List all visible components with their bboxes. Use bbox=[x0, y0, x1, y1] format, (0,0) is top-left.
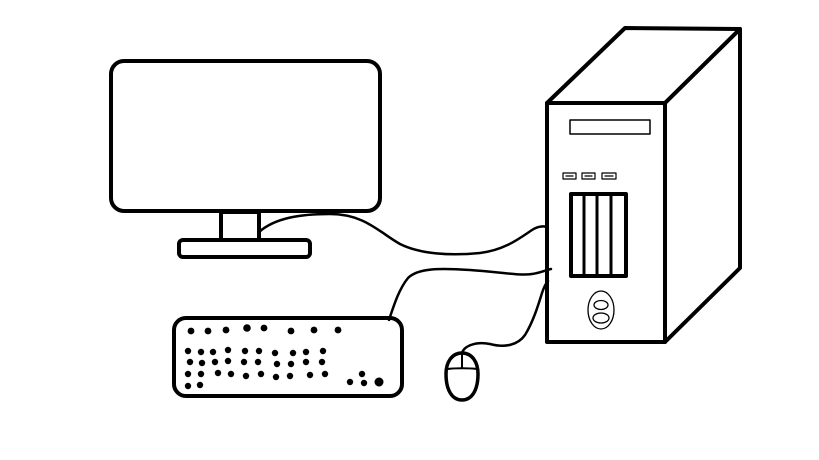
keyboard-cable bbox=[387, 267, 553, 322]
port bbox=[562, 172, 577, 180]
power-button-icon bbox=[587, 290, 615, 330]
monitor-neck bbox=[219, 210, 261, 242]
mouse-cable bbox=[460, 279, 550, 355]
mouse bbox=[444, 351, 480, 402]
keyboard bbox=[172, 316, 404, 398]
port bbox=[601, 172, 617, 180]
drive-bays bbox=[569, 192, 628, 278]
monitor-screen bbox=[109, 59, 382, 213]
port bbox=[581, 172, 596, 180]
mouse-body bbox=[444, 351, 480, 402]
cables bbox=[257, 212, 553, 355]
front-ports bbox=[562, 172, 617, 180]
monitor-stand-base bbox=[177, 238, 312, 259]
computer-tower bbox=[545, 26, 742, 344]
tower-top-face bbox=[545, 26, 742, 105]
tower-front-face bbox=[545, 101, 667, 344]
monitor-cable bbox=[257, 212, 548, 256]
monitor bbox=[109, 59, 382, 259]
tower-side-face bbox=[663, 27, 742, 344]
keyboard-body bbox=[172, 316, 404, 398]
optical-drive-slot bbox=[569, 119, 651, 135]
mouse-button-line bbox=[447, 367, 478, 370]
keyboard-keys bbox=[184, 324, 384, 390]
